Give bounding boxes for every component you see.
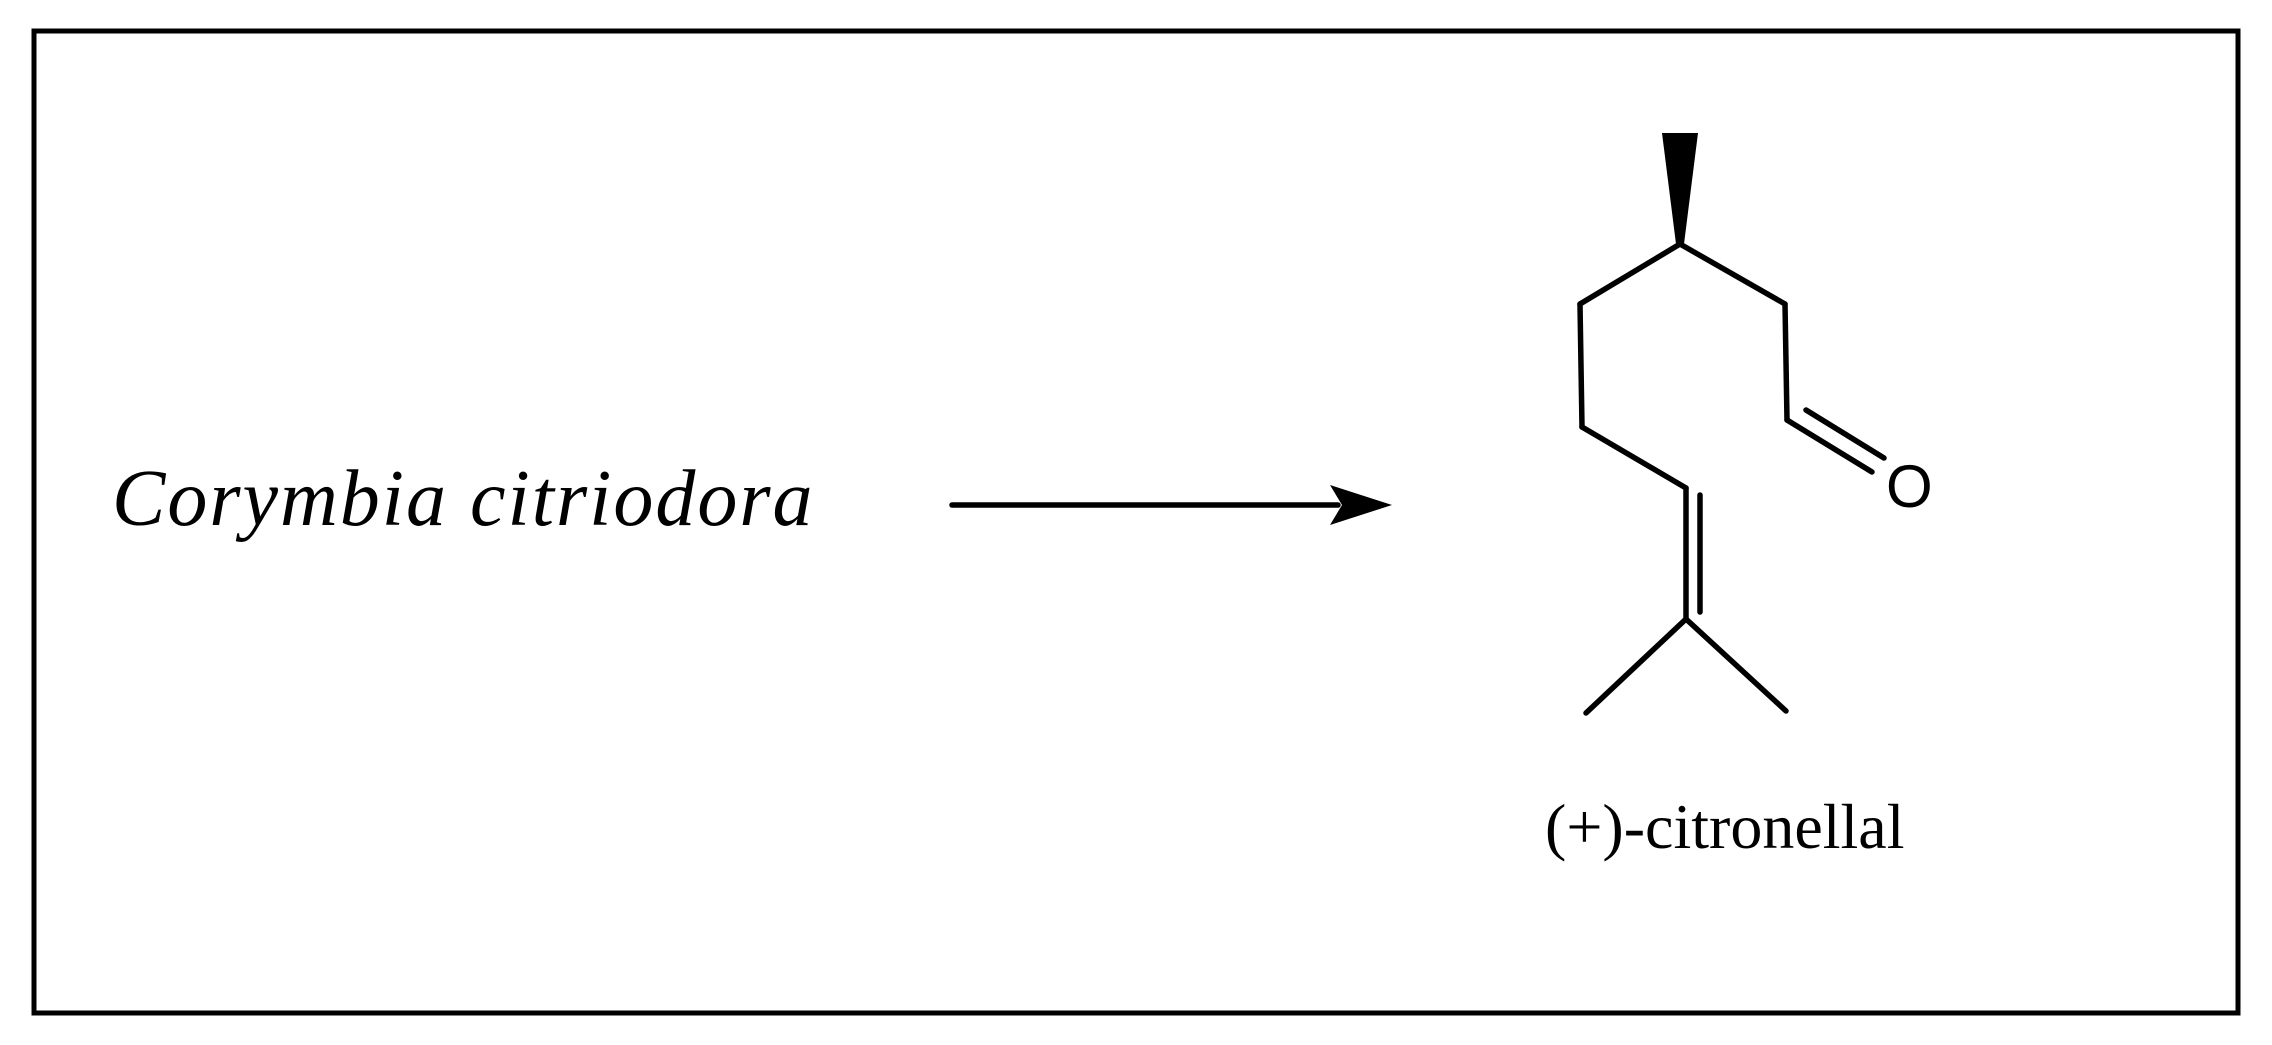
bond-c3-c2: [1677, 241, 1788, 307]
figure-border: [31, 28, 2241, 1016]
carbonyl-bond-2: [1803, 407, 1887, 461]
reaction-arrow-icon: [949, 485, 1392, 525]
citronellal-structure: O: [1577, 133, 1933, 716]
bond-c4-c5: [1577, 301, 1585, 430]
bond-c7-methyl-right: [1683, 616, 1789, 714]
oxygen-atom-label: O: [1886, 453, 1933, 520]
wedge-bond: [1662, 133, 1698, 244]
product-name-label: (+)-citronellal: [1545, 791, 1904, 862]
bond-c5-c6: [1579, 424, 1689, 491]
bond-c2-c1: [1782, 301, 1790, 423]
source-organism-label: Corymbia citriodora: [112, 455, 814, 543]
bond-c3-c4: [1577, 241, 1683, 307]
carbonyl-bond-1: [1784, 417, 1875, 475]
bond-c7-methyl-left: [1583, 616, 1689, 716]
